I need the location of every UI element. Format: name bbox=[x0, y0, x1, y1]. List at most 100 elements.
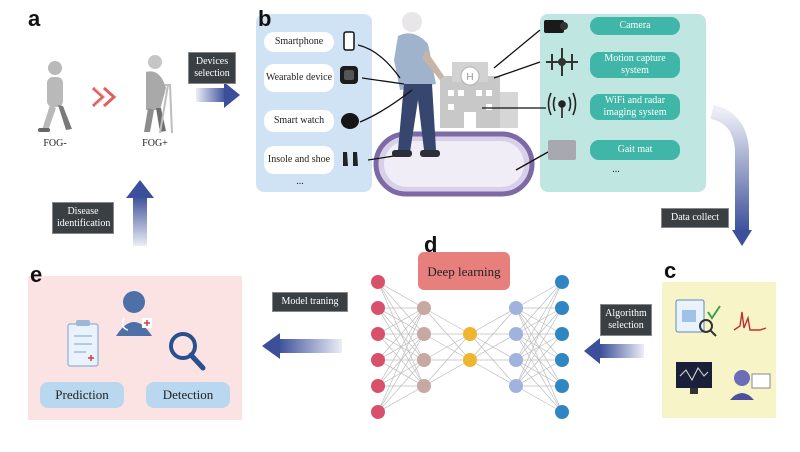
wearable-connection-lines bbox=[357, 44, 413, 161]
network-node-layer-5 bbox=[555, 353, 569, 367]
network-edge bbox=[377, 385, 425, 413]
network-edge bbox=[423, 333, 471, 387]
clipboard-report-icon bbox=[67, 320, 99, 367]
magnifier-icon bbox=[169, 332, 206, 371]
wifi-radar-label: WiFi and radar imaging system bbox=[590, 94, 680, 120]
detection-label: Detection bbox=[146, 382, 230, 408]
network-edge bbox=[377, 281, 425, 309]
wifi-radar-icon bbox=[547, 92, 577, 118]
network-edge bbox=[515, 359, 563, 387]
network-node-layer-5 bbox=[555, 327, 569, 341]
network-node-layer-4 bbox=[509, 353, 523, 367]
network-node-layer-2 bbox=[417, 379, 431, 393]
environment-connection-lines bbox=[482, 29, 549, 171]
algorithm-selection-arrow bbox=[600, 344, 644, 358]
network-node-layer-4 bbox=[509, 301, 523, 315]
fog-plus-label: FOG+ bbox=[142, 138, 168, 149]
network-node-layer-1 bbox=[371, 275, 385, 289]
network-edge bbox=[469, 307, 517, 335]
network-edge bbox=[423, 307, 471, 335]
camera-label: Camera bbox=[590, 17, 680, 35]
network-node-layer-5 bbox=[555, 275, 569, 289]
network-node-layer-5 bbox=[555, 379, 569, 393]
network-node-layer-5 bbox=[555, 405, 569, 419]
insole-shoe-label: Insole and shoe bbox=[264, 146, 334, 174]
signal-spectrum-icon bbox=[733, 311, 767, 331]
smartphone-icon bbox=[343, 31, 355, 51]
network-node-layer-3 bbox=[463, 327, 477, 341]
environment-more-label: ... bbox=[612, 164, 620, 175]
panel-label-c: c bbox=[664, 258, 677, 283]
gait-mat-icon bbox=[548, 140, 576, 160]
network-edge bbox=[469, 333, 517, 361]
data-collect-arrow bbox=[710, 105, 749, 232]
analyst-person-icon bbox=[730, 370, 771, 400]
disease-identification-arrow bbox=[133, 196, 147, 246]
deep-learning-title: Deep learning bbox=[418, 252, 510, 290]
fog-minus-person-figure bbox=[38, 61, 72, 132]
network-edge bbox=[515, 307, 563, 387]
algorithm-selection-tag: Algorithm selection bbox=[600, 304, 652, 336]
svg-text:H: H bbox=[466, 72, 473, 83]
panel-label-d: d bbox=[424, 232, 438, 257]
network-edge bbox=[377, 307, 425, 413]
network-edge bbox=[469, 359, 517, 387]
network-edge bbox=[377, 359, 425, 413]
hospital-building-icon: H bbox=[440, 62, 518, 128]
network-edge bbox=[515, 281, 563, 361]
panel-label-e: e bbox=[30, 262, 43, 287]
network-node-layer-1 bbox=[371, 327, 385, 341]
network-node-layer-2 bbox=[417, 301, 431, 315]
network-edge bbox=[423, 359, 471, 387]
smart-watch-icon bbox=[341, 113, 359, 129]
patient-walking-figure bbox=[392, 12, 444, 157]
panel-label-a: a bbox=[28, 6, 41, 31]
motion-capture-icon bbox=[546, 48, 578, 76]
disease-identification-tag: Disease identification bbox=[52, 202, 114, 234]
motion-capture-label: Motion capture system bbox=[590, 52, 680, 78]
network-edge bbox=[515, 333, 563, 387]
network-edge bbox=[469, 307, 517, 361]
network-node-layer-1 bbox=[371, 301, 385, 315]
model-training-tag: Model traning bbox=[272, 292, 348, 312]
doctor-icon bbox=[116, 291, 152, 336]
network-node-layer-2 bbox=[417, 327, 431, 341]
network-edge bbox=[377, 307, 425, 361]
progression-chevron-icon bbox=[91, 86, 117, 108]
insole-shoe-icon bbox=[343, 152, 358, 166]
fog-minus-label: FOG- bbox=[43, 138, 67, 149]
wearable-device-label: Wearable device bbox=[264, 64, 334, 92]
network-node-layer-3 bbox=[463, 353, 477, 367]
network-node-layer-4 bbox=[509, 327, 523, 341]
fog-plus-elderly-walker-figure bbox=[144, 55, 173, 134]
network-node-layer-4 bbox=[509, 379, 523, 393]
network-edge bbox=[515, 281, 563, 309]
network-node-layer-1 bbox=[371, 405, 385, 419]
prediction-label: Prediction bbox=[40, 382, 124, 408]
network-node-layer-1 bbox=[371, 379, 385, 393]
wearables-more-label: ... bbox=[296, 176, 304, 187]
network-connections bbox=[377, 281, 563, 413]
monitor-icon bbox=[676, 362, 712, 394]
network-edge bbox=[423, 333, 471, 361]
devices-selection-tag: Devices selection bbox=[188, 52, 236, 84]
network-node-layer-1 bbox=[371, 353, 385, 367]
gait-mat-label: Gait mat bbox=[590, 140, 680, 160]
data-analysis-icon bbox=[675, 299, 721, 337]
camera-icon bbox=[544, 20, 568, 33]
network-node-layer-5 bbox=[555, 301, 569, 315]
devices-selection-arrow bbox=[196, 88, 226, 102]
network-edge bbox=[515, 281, 563, 387]
network-edge bbox=[377, 307, 425, 335]
network-edge bbox=[377, 307, 425, 387]
network-edge bbox=[377, 333, 425, 413]
wearable-device-icon bbox=[340, 66, 358, 84]
network-edge bbox=[515, 385, 563, 413]
smart-watch-label: Smart watch bbox=[264, 110, 334, 132]
network-edge bbox=[515, 281, 563, 335]
network-node-layer-2 bbox=[417, 353, 431, 367]
model-training-arrow bbox=[278, 339, 342, 353]
smartphone-label: Smartphone bbox=[264, 32, 334, 52]
data-collect-tag: Data collect bbox=[661, 208, 729, 228]
panel-label-b: b bbox=[258, 6, 272, 31]
